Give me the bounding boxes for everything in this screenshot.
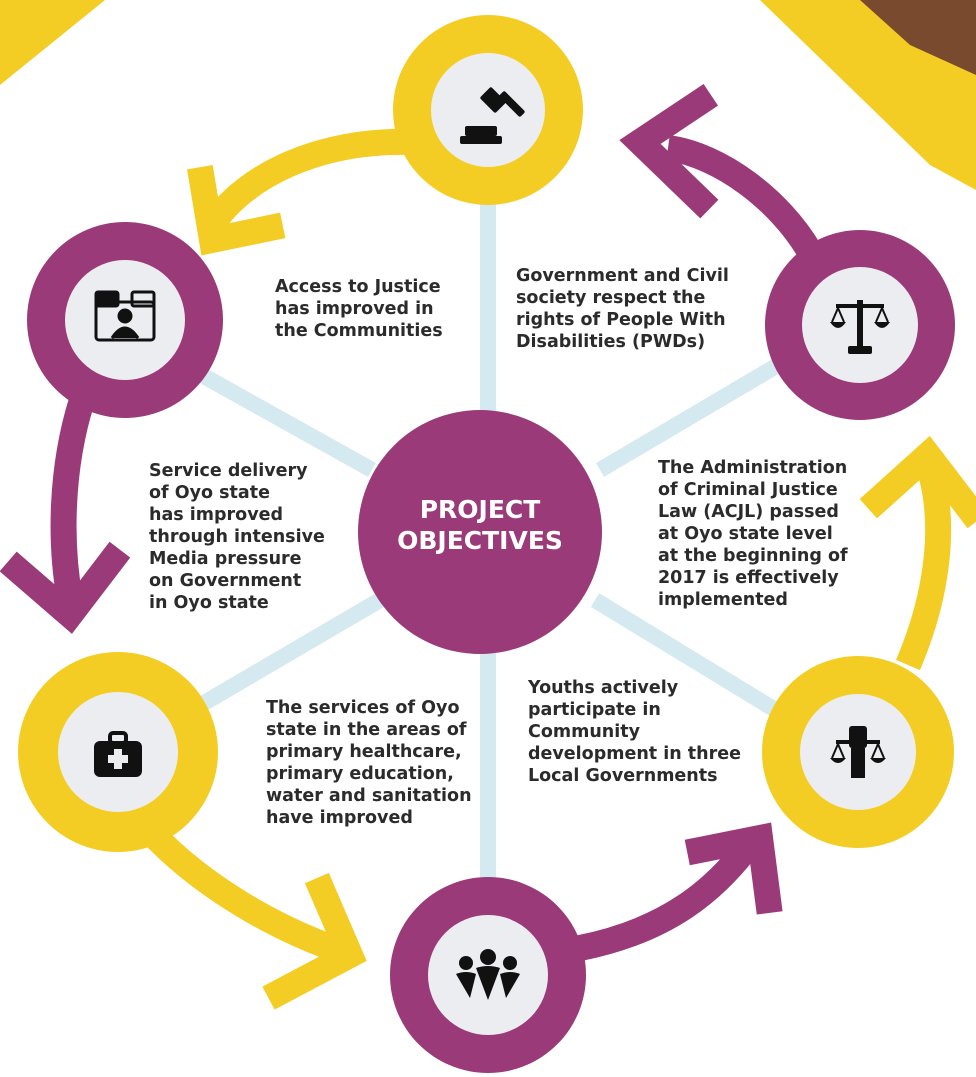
arrowhead-lower-left: [0, 541, 131, 634]
spoke-lower-left: [170, 593, 385, 727]
objective-pwd-rights: Government and Civil society respect the…: [516, 265, 729, 353]
text-line: of Oyo state: [149, 483, 270, 503]
text-line: The services of Oyo: [266, 698, 460, 718]
media-screen-icon: [94, 290, 156, 342]
arrow-bottom-to-lower-right: [577, 841, 756, 961]
arrowhead-bottom: [262, 872, 367, 1010]
text-line: has improved: [149, 505, 283, 525]
arrowhead-upper-left: [187, 165, 286, 256]
text-line: Access to Justice: [275, 277, 441, 297]
text-line: water and sanitation: [266, 786, 472, 806]
text-line: Local Governments: [528, 766, 718, 786]
text-line: Law (ACJL) passed: [658, 502, 839, 522]
scales-icon: [830, 300, 890, 354]
spokes: [170, 175, 805, 890]
spoke-upper-right: [595, 348, 800, 477]
objective-access-justice: Access to Justice has improved in the Co…: [275, 276, 443, 342]
spoke-lower-right: [590, 593, 805, 732]
community-icon: [456, 949, 520, 1000]
corner-decoration-left: [0, 0, 105, 85]
text-line: Service delivery: [149, 461, 308, 481]
arrow-lower-right-to-upper-right: [896, 466, 952, 671]
corner-photo-fragment: [860, 0, 976, 75]
arrowhead-upper-right: [859, 435, 976, 529]
arrowhead-lower-right: [684, 822, 783, 915]
text-line: implemented: [658, 590, 788, 610]
text-line: primary education,: [266, 764, 454, 784]
text-line: society respect the: [516, 288, 706, 308]
text-line: primary healthcare,: [266, 742, 462, 762]
text-line: rights of People With: [516, 310, 726, 330]
text-line: development in three: [528, 744, 741, 764]
arrow-top-to-upper-left: [201, 128, 409, 233]
arrow-upper-right-to-top: [665, 135, 822, 259]
objective-service-delivery: Service delivery of Oyo state has improv…: [149, 460, 325, 614]
center-circle: [358, 410, 602, 654]
text-line: Community: [528, 722, 641, 742]
gavel-icon: [460, 87, 525, 144]
text-line: the Communities: [275, 321, 443, 341]
node-top: [393, 15, 583, 205]
text-line: participate in: [528, 700, 661, 720]
text-line: at Oyo state level: [658, 524, 833, 544]
text-line: has improved in: [275, 299, 434, 319]
text-line: have improved: [266, 808, 413, 828]
medical-kit-icon: [94, 731, 142, 777]
text-line: Disabilities (PWDs): [516, 332, 706, 352]
text-line: at the beginning of: [658, 546, 848, 566]
text-line: The Administration: [658, 458, 848, 478]
text-line: Media pressure: [149, 549, 302, 569]
arrow-upper-left-to-lower-left: [50, 396, 95, 603]
objective-services: The services of Oyo state in the areas o…: [266, 697, 472, 829]
center-title-line-2: OBJECTIVES: [397, 526, 563, 555]
text-line: Government and Civil: [516, 266, 729, 286]
arrow-lower-left-to-bottom: [130, 811, 349, 965]
spoke-upper-left: [171, 353, 376, 477]
text-line: 2017 is effectively: [658, 568, 839, 588]
objective-youths: Youths actively participate in Community…: [528, 677, 741, 787]
text-line: Youths actively: [528, 678, 679, 698]
arrow-heads: [0, 83, 976, 1010]
text-line: in Oyo state: [149, 593, 269, 613]
cycle-arrows: [50, 128, 952, 965]
objective-acjl: The Administration of Criminal Justice L…: [658, 457, 848, 611]
center-title: PROJECT OBJECTIVES: [360, 494, 600, 556]
arrowhead-top: [619, 83, 719, 219]
text-line: through intensive: [149, 527, 325, 547]
center-title-line-1: PROJECT: [419, 495, 541, 524]
text-line: of Criminal Justice: [658, 480, 838, 500]
justice-fist-icon: [830, 726, 886, 778]
text-line: on Government: [149, 571, 302, 591]
text-line: state in the areas of: [266, 720, 467, 740]
